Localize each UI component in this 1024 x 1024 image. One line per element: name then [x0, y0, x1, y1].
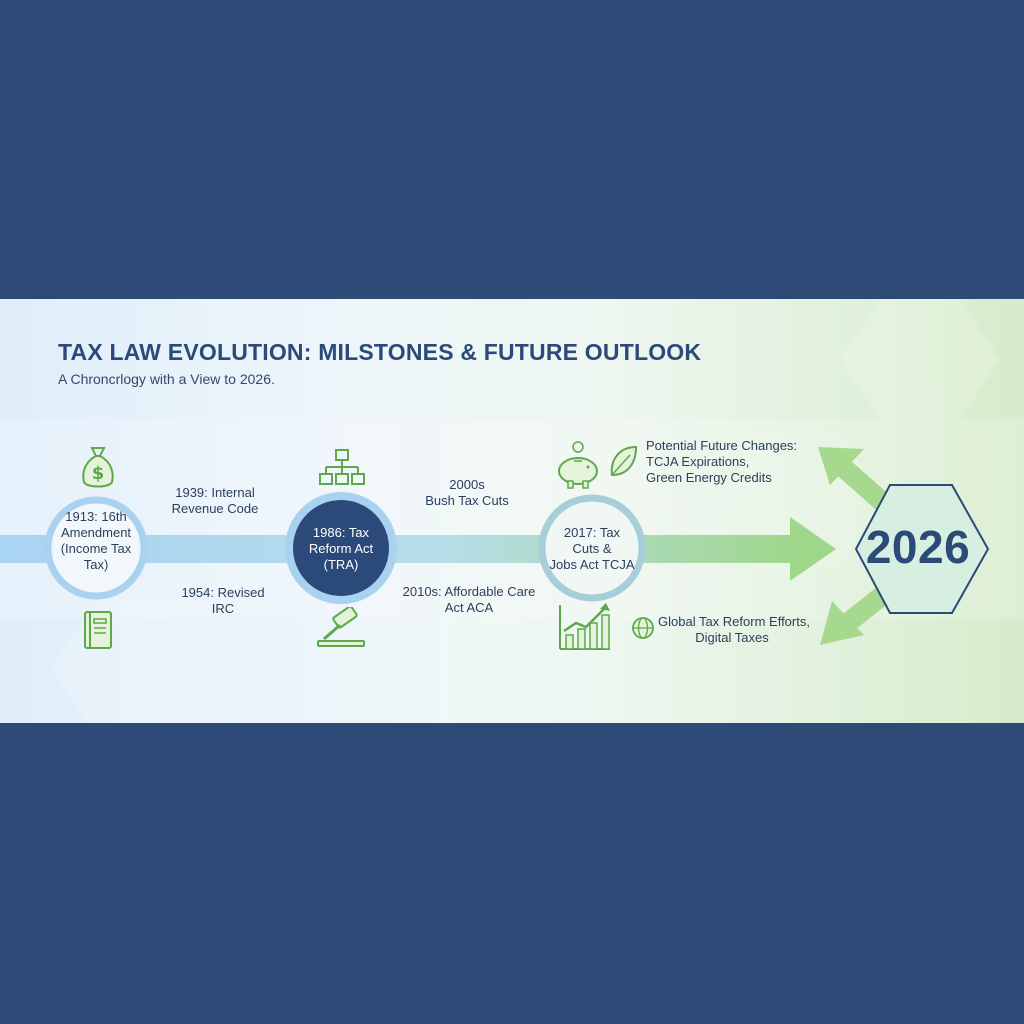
milestone-2000s-line: 2000s: [449, 477, 485, 492]
leaf-icon: [610, 445, 638, 477]
milestone-2000s: 2000s Bush Tax Cuts: [412, 477, 522, 509]
growth-chart-icon: [559, 603, 610, 650]
year-2026-hexagon: [854, 484, 990, 614]
future-changes-label: Potential Future Changes: TCJA Expiratio…: [646, 438, 806, 486]
node-2017-line: Cuts &: [572, 541, 612, 556]
node-1913-line: Tax): [83, 557, 109, 572]
node-1913-label: 1913: 16th Amendment (Income Tax Tax): [46, 509, 146, 573]
page-title: TAX LAW EVOLUTION: MILSTONES & FUTURE OU…: [58, 339, 702, 365]
book-icon: [84, 611, 112, 649]
node-1986-line: 1986: Tax: [312, 525, 370, 540]
global-reform-label: Global Tax Reform Efforts, Digital Taxes: [658, 614, 810, 646]
node-1913: [44, 496, 148, 600]
globe-icon: [632, 617, 654, 639]
milestone-1954-line: IRC: [211, 601, 235, 616]
node-2017-line: Jobs Act TCJA: [549, 557, 635, 572]
milestone-1939-line: 1939: Internal: [175, 485, 255, 500]
milestone-2010s-line: Act ACA: [444, 600, 494, 615]
node-2017-line: 2017: Tax: [563, 525, 621, 540]
node-1913-line: Amendment: [60, 525, 132, 540]
gavel-icon: [317, 607, 365, 647]
target-year: 2026: [865, 521, 971, 573]
milestone-2010s: 2010s: Affordable Care Act ACA: [396, 584, 542, 616]
milestone-1954-line: 1954: Revised: [181, 585, 265, 600]
milestone-2010s-line: 2010s: Affordable Care: [402, 584, 536, 599]
timeline-arrowhead: [790, 517, 836, 581]
milestone-1954: 1954: Revised IRC: [168, 585, 278, 617]
node-1986-line: Reform Act: [308, 541, 374, 556]
piggy-bank-icon: [558, 441, 598, 489]
future-changes-line: Green Energy Credits: [646, 470, 772, 485]
node-2017-label: 2017: Tax Cuts & Jobs Act TCJA: [542, 525, 642, 573]
global-reform-line: Digital Taxes: [695, 630, 769, 645]
node-1986: [285, 492, 397, 604]
org-chart-icon: [319, 449, 365, 485]
node-1986-line: (TRA): [323, 557, 359, 572]
timeline-graphic: [0, 299, 1024, 723]
node-1913-line: (Income Tax: [60, 541, 132, 556]
milestone-1939-line: Revenue Code: [171, 501, 259, 516]
page-subtitle: A Chroncrlogy with a View to 2026.: [58, 371, 275, 387]
lower-diagonal-arrow: [820, 583, 895, 645]
global-reform-line: Global Tax Reform Efforts,: [658, 614, 810, 629]
svg-text:$: $: [92, 463, 105, 484]
bg-hexagon: [370, 619, 570, 723]
future-changes-line: Potential Future Changes:: [646, 438, 798, 453]
milestone-2000s-line: Bush Tax Cuts: [425, 493, 509, 508]
node-1986-label: 1986: Tax Reform Act (TRA): [291, 525, 391, 573]
future-changes-line: TCJA Expirations,: [646, 454, 750, 469]
milestone-1939: 1939: Internal Revenue Code: [160, 485, 270, 517]
node-2017: [538, 494, 646, 602]
bg-hexagon: [840, 299, 1000, 419]
timeline-banner: TAX LAW EVOLUTION: MILSTONES & FUTURE OU…: [0, 299, 1024, 723]
node-1913-line: 1913: 16th: [65, 509, 127, 524]
money-bag-icon: $: [82, 447, 114, 488]
upper-diagonal-arrow: [818, 447, 895, 515]
